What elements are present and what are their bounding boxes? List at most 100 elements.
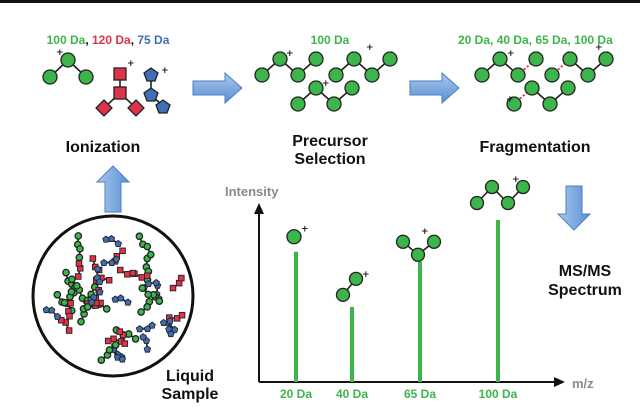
atom-square [119,331,127,339]
atom [308,80,324,96]
atom-square [178,311,186,319]
spectrum-bar-40-da [350,306,354,382]
atom [146,250,155,259]
atom-square [121,340,129,347]
atom [42,69,58,85]
atom-pentagon [107,234,116,243]
atom-square [143,272,151,280]
charge-plus: + [506,95,514,105]
atom [562,51,578,67]
atom [395,234,411,249]
atom [143,242,152,251]
atom [580,67,596,83]
tick-label-20: 20 Da [279,387,313,401]
atom-pentagon [167,330,175,338]
atom-square [129,269,137,277]
atom [346,51,362,67]
atom [542,96,558,112]
atom [286,229,302,245]
atom-pentagon [42,305,51,314]
atom [560,80,576,96]
atom-diamond [127,99,145,117]
atom [111,341,120,349]
arrow-selection-to-fragmentation [409,71,460,105]
atom-square [75,260,83,267]
atom-square [138,274,146,281]
fragment-masses-label: 20 Da, 40 Da, 65 Da, 100 Da [458,33,613,47]
spectrum-bar-20-da [294,251,298,382]
precursor-label-line1: Precursor [292,133,368,150]
atom [76,244,84,253]
atom [290,67,306,83]
fragmenting-molecules: +++ [474,43,614,112]
atom-square [89,255,97,262]
atom-pentagon [144,279,153,288]
atom-square [116,328,123,335]
charge-plus: + [507,49,515,59]
charge-plus: + [421,227,429,237]
spectrum-label-line1: MS/MS [558,263,612,280]
atom [155,297,164,305]
atom-pentagon [143,67,159,82]
atom [137,308,145,316]
atom [326,96,342,112]
mass-label-75: 75 Da [134,33,170,47]
ionization-label: Ionization [65,139,141,156]
atom-pentagon [114,239,122,248]
precursor-label-line2: Selection [294,151,366,168]
precursor-mass-label: 100 Da [310,33,350,47]
charge-plus: + [127,59,135,69]
charge-plus: + [512,175,520,185]
atom [143,303,152,311]
atom [515,179,531,195]
tick-label-100: 100 Da [478,387,518,401]
atom [144,290,153,299]
atom [75,253,84,262]
mass-label-100: 100 Da [46,33,86,47]
atom [364,67,380,83]
atom-pentagon [166,317,174,325]
atom-pentagon [139,333,147,341]
atom-square [110,335,117,343]
mass-separator: , [85,33,89,47]
atom-pentagon [155,99,171,114]
spectrum-label-line2: Spectrum [548,282,622,299]
atom-square [67,300,74,307]
atom [72,281,81,290]
fragmentation-label: Fragmentation [479,139,591,156]
atom-pentagon [88,298,96,306]
charge-plus: + [301,225,309,235]
atom-square [113,86,127,100]
atom-square [74,273,82,280]
atom-square [124,271,131,278]
atom [78,69,94,85]
atom-square [119,247,126,255]
spectrum-fragment-molecules: ++++ [286,175,531,303]
atom [484,179,500,195]
spectrum-bars [294,220,500,382]
atom [67,287,76,296]
atom [135,232,144,241]
atom-pentagon [143,345,152,353]
atom [500,195,516,211]
spectrum-bar-100-da [496,220,500,382]
atom-pentagon [118,355,127,363]
atom [254,67,270,83]
atom [544,67,560,83]
mass-label-120: 120 Da [88,33,131,47]
atom-pentagon [93,265,102,273]
charge-plus: + [56,48,64,58]
atom [105,346,114,354]
atom-pentagon [135,325,144,333]
atom-pentagon [152,278,160,287]
atom [68,275,76,284]
atom-square [105,276,113,284]
arrow-fragmentation-to-spectrum [556,185,592,231]
mass-separator: , [130,33,135,47]
charge-plus: + [161,66,169,76]
atom-pentagon [53,312,62,320]
atom [60,52,76,68]
x-axis-title: m/z [572,376,594,391]
tick-label-40: 40 Da [335,387,369,401]
